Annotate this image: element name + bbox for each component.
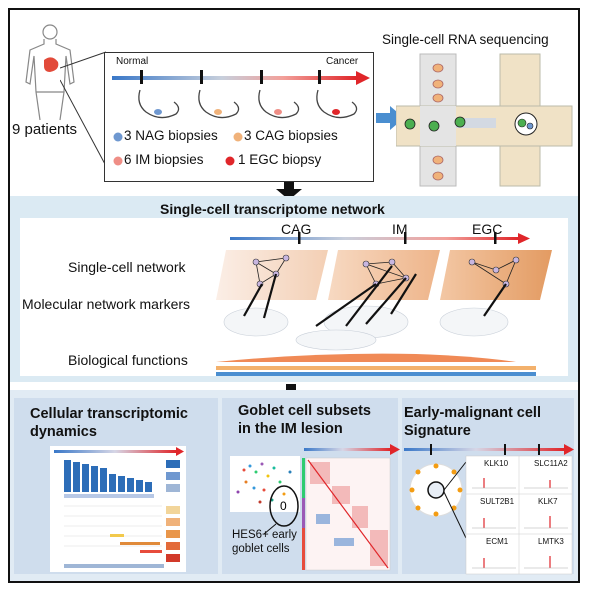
egc-dot xyxy=(224,154,236,166)
nag-dot xyxy=(112,130,124,142)
nag-biopsies-label: 3 NAG biopsies xyxy=(124,128,218,143)
human-body-icon xyxy=(25,24,75,121)
gene-sult2b1: SULT2B1 xyxy=(480,497,515,506)
gene-lmtk3: LMTK3 xyxy=(538,537,564,546)
stage-im: IM xyxy=(392,221,408,237)
cluster-0-label: 0 xyxy=(280,499,287,513)
scrna-title: Single-cell RNA sequencing xyxy=(382,32,549,47)
gene-klk7: KLK7 xyxy=(538,497,558,506)
network-title: Single-cell transcriptome network xyxy=(160,201,385,217)
im-dot xyxy=(112,154,124,166)
figure-frame xyxy=(8,8,580,583)
hes6-annot-line1: HES6+ early xyxy=(232,529,297,541)
signature-graphic xyxy=(404,444,574,575)
panel2-title-line2: in the IM lesion xyxy=(238,421,343,437)
cag-biopsies-label: 3 CAG biopsies xyxy=(244,128,338,143)
normal-label: Normal xyxy=(116,56,149,67)
biopsy-box xyxy=(104,52,374,182)
panel3-title-line1: Early-malignant cell xyxy=(404,405,541,421)
zoom-lines xyxy=(60,51,107,167)
down-arrow-icon xyxy=(276,182,302,200)
progression-arrow xyxy=(112,70,370,85)
gene-ecm1: ECM1 xyxy=(486,537,509,546)
hes6-annot-line2: goblet cells xyxy=(232,543,290,555)
row-biological-functions: Biological functions xyxy=(68,352,188,368)
patients-label: 9 patients xyxy=(12,121,78,138)
cancer-label: Cancer xyxy=(326,56,359,67)
gene-slc11a2: SLC11A2 xyxy=(534,459,568,468)
stage-cag: CAG xyxy=(281,221,312,237)
im-biopsies-label: 6 IM biopsies xyxy=(124,152,204,167)
panel1-title-line1: Cellular transcriptomic xyxy=(30,406,188,422)
panel1-title-line2: dynamics xyxy=(30,424,97,440)
stage-arrow xyxy=(230,232,530,244)
dynamics-chart-graphic xyxy=(50,446,186,572)
panel3-title-line2: Signature xyxy=(404,423,471,439)
goblet-graphic: 0 xyxy=(230,444,400,571)
stomach-icons xyxy=(138,89,358,119)
row-single-cell-network: Single-cell network xyxy=(68,259,186,275)
cag-dot xyxy=(232,130,244,142)
gene-klk10: KLK10 xyxy=(484,459,509,468)
row-molecular-network-markers: Molecular network markers xyxy=(22,296,191,312)
panel2-title-line1: Goblet cell subsets xyxy=(238,403,371,419)
egc-biopsy-label: 1 EGC biopsy xyxy=(238,152,322,167)
microfluidic-chip xyxy=(396,53,573,187)
stage-egc: EGC xyxy=(472,221,503,237)
network-graphics xyxy=(216,250,552,376)
